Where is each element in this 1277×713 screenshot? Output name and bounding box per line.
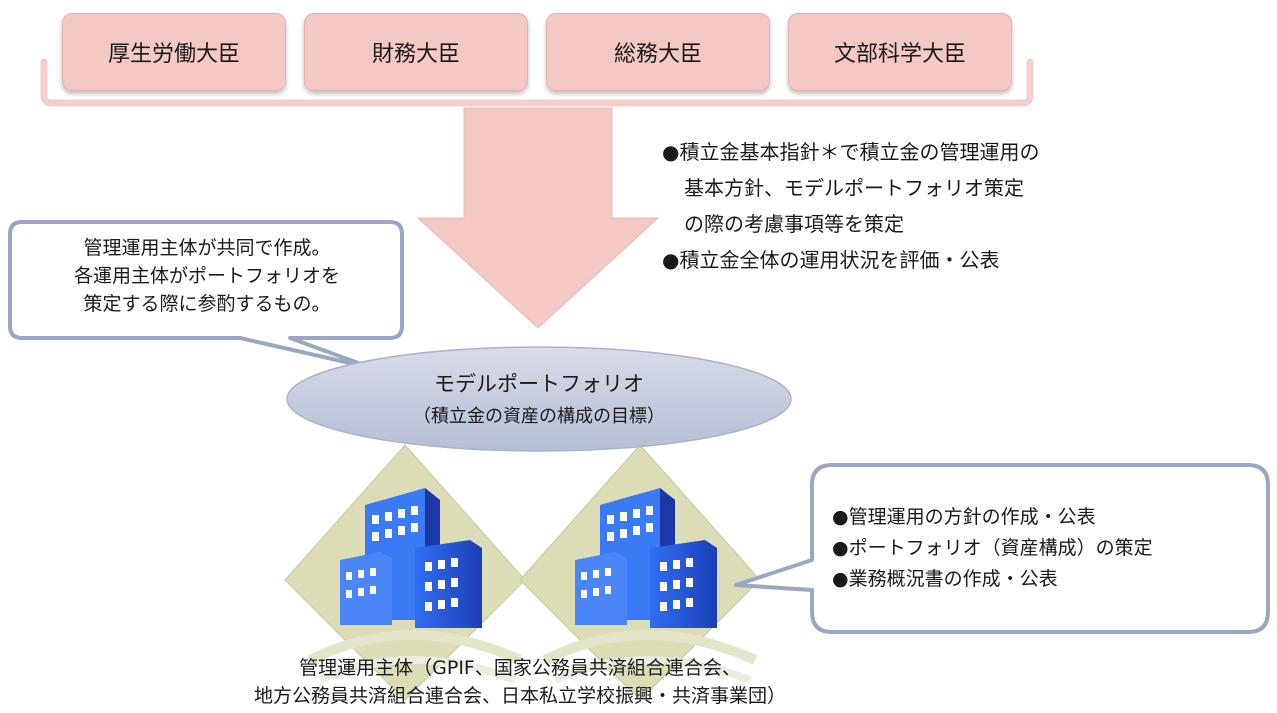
entities-line: 管理運用主体（GPIF、国家公務員共済組合連合会、 <box>299 657 741 679</box>
callout-left-line: 各運用主体がポートフォリオを <box>73 265 340 287</box>
callout-right-shape <box>734 463 1270 634</box>
minister-finance: 財務大臣 <box>304 13 528 91</box>
office-building-icon <box>340 488 482 628</box>
model-portfolio-title: モデルポートフォリオ <box>434 372 644 396</box>
minister-label: 文部科学大臣 <box>833 42 966 67</box>
minister-internal-affairs: 総務大臣 <box>546 13 770 91</box>
down-arrow <box>416 107 660 329</box>
ministers-bracket <box>40 58 1034 107</box>
entities-line: 地方公務員共済組合連合会、日本私立学校振興・共済事業団） <box>253 685 786 707</box>
model-portfolio-ellipse <box>286 346 792 452</box>
minister-mext: 文部科学大臣 <box>788 13 1012 91</box>
minister-role-line: 基本方針、モデルポートフォリオ策定 <box>684 176 1024 200</box>
entity-role-line: ●ポートフォリオ（資産構成）の策定 <box>832 537 1153 559</box>
minister-label: 厚生労働大臣 <box>107 42 240 67</box>
minister-mhlw: 厚生労働大臣 <box>62 13 286 91</box>
minister-role-line: ●積立金全体の運用状況を評価・公表 <box>662 248 1000 272</box>
minister-role-line: の際の考慮事項等を策定 <box>684 212 904 236</box>
callout-left-line: 管理運用主体が共同で作成。 <box>83 237 331 259</box>
callout-left-line: 策定する際に参酌するもの。 <box>83 293 331 315</box>
minister-label: 財務大臣 <box>371 42 460 67</box>
minister-role-line: ●積立金基本指針＊で積立金の管理運用の <box>662 140 1040 164</box>
model-portfolio-subtitle: （積立金の資産の構成の目標） <box>413 406 665 427</box>
minister-label: 総務大臣 <box>613 42 702 67</box>
entity-role-line: ●業務概況書の作成・公表 <box>832 568 1058 590</box>
entity-role-line: ●管理運用の方針の作成・公表 <box>832 506 1096 528</box>
office-building-icon <box>575 488 717 628</box>
